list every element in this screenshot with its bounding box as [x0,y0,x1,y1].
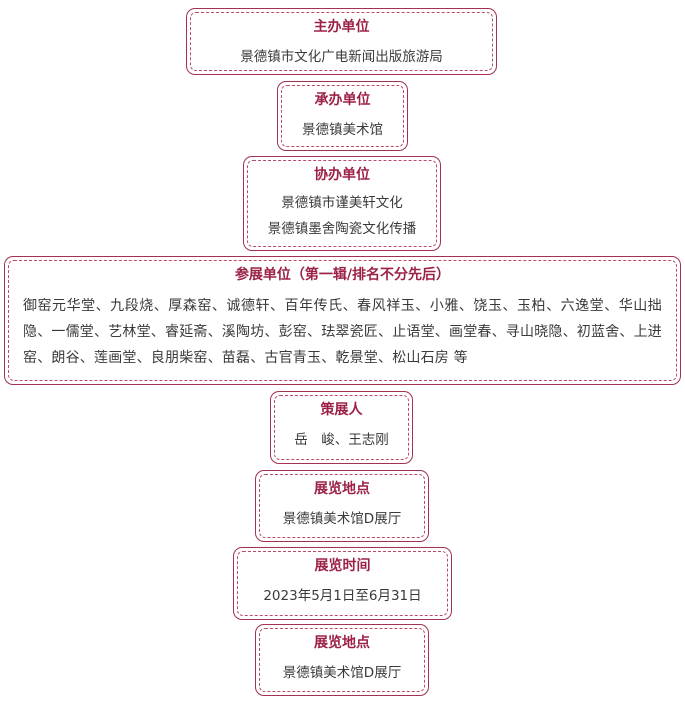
time-box: 展览时间 2023年5月1日至6月31日 [233,547,452,620]
venue-box-1-inner: 展览地点 景德镇美术馆D展厅 [259,474,425,538]
co-organizer-title: 协办单位 [314,167,370,183]
venue-title-2: 展览地点 [314,635,370,651]
venue-box-2: 展览地点 景德镇美术馆D展厅 [255,624,429,696]
time-range: 2023年5月1日至6月31日 [263,588,422,604]
organizer-box: 承办单位 景德镇美术馆 [277,81,408,151]
time-title: 展览时间 [314,558,371,574]
venue-box-1: 展览地点 景德镇美术馆D展厅 [255,470,429,542]
sponsor-box: 主办单位 景德镇市文化广电新闻出版旅游局 [186,8,497,75]
co-organizer-box-inner: 协办单位 景德镇市谨美轩文化 景德镇墨舍陶瓷文化传播 [247,160,437,247]
venue-box-2-inner: 展览地点 景德镇美术馆D展厅 [259,628,425,692]
curator-names: 岳 峻、王志刚 [294,432,389,448]
venue-title-1: 展览地点 [314,481,370,497]
co-organizer-box: 协办单位 景德镇市谨美轩文化 景德镇墨舍陶瓷文化传播 [243,156,441,251]
co-organizer-name-2: 景德镇墨舍陶瓷文化传播 [267,221,417,237]
organizer-box-inner: 承办单位 景德镇美术馆 [281,85,404,147]
organizer-title: 承办单位 [314,92,371,108]
organizer-name: 景德镇美术馆 [302,122,383,138]
curator-box-inner: 策展人 岳 峻、王志刚 [274,395,409,460]
co-organizer-name-1: 景德镇市谨美轩文化 [281,195,403,211]
participants-box: 参展单位（第一辑/排名不分先后） 御窑元华堂、九段烧、厚森窑、诚德轩、百年传氏、… [4,256,681,385]
participants-list: 御窑元华堂、九段烧、厚森窑、诚德轩、百年传氏、春风祥玉、小雅、饶玉、玉柏、六逸堂… [23,298,662,366]
participants-title: 参展单位（第一辑/排名不分先后） [234,267,451,283]
curator-box: 策展人 岳 峻、王志刚 [270,391,413,464]
curator-title: 策展人 [320,402,363,418]
participants-box-inner: 参展单位（第一辑/排名不分先后） 御窑元华堂、九段烧、厚森窑、诚德轩、百年传氏、… [8,260,677,381]
venue-name-2: 景德镇美术馆D展厅 [282,665,402,681]
sponsor-box-inner: 主办单位 景德镇市文化广电新闻出版旅游局 [190,12,493,71]
venue-name-1: 景德镇美术馆D展厅 [282,511,402,527]
time-box-inner: 展览时间 2023年5月1日至6月31日 [237,551,448,616]
sponsor-name: 景德镇市文化广电新闻出版旅游局 [240,49,443,65]
sponsor-title: 主办单位 [313,19,370,35]
